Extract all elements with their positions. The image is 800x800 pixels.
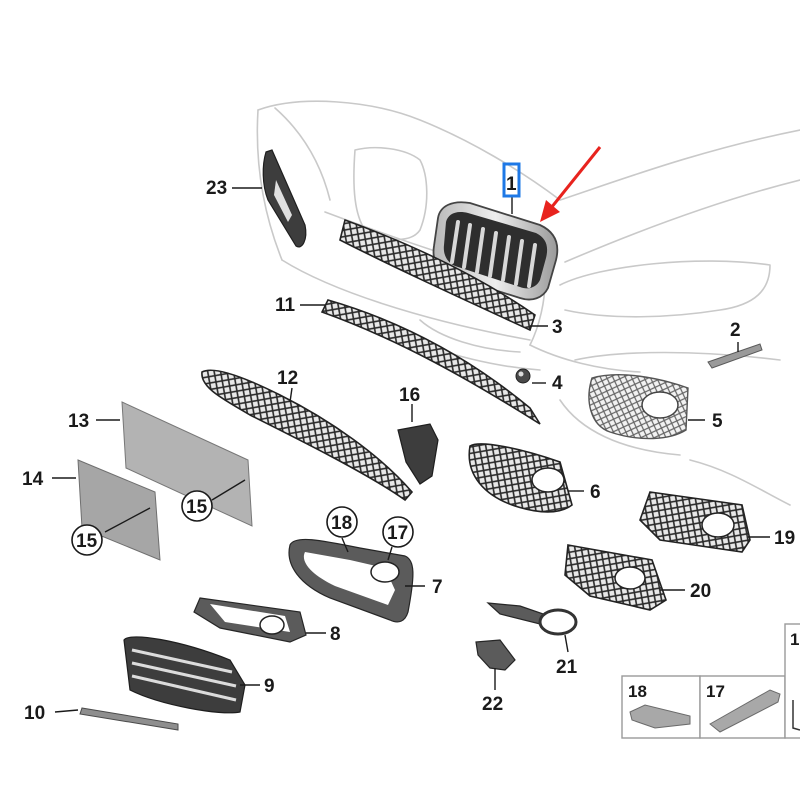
- part-5-fog-grille: [588, 374, 689, 440]
- part-6-fog-grille: [468, 443, 573, 513]
- callout-18-circle: [326, 506, 358, 538]
- part-20-fog-grille: [564, 544, 667, 611]
- callout-6: 6: [590, 482, 601, 503]
- inset-callout-partial: 1: [790, 630, 799, 649]
- red-pointer-arrow-icon: [540, 146, 602, 222]
- inset-callout-17: 17: [706, 682, 725, 701]
- part-21-bracket: [486, 602, 578, 636]
- leader-lines: [52, 187, 770, 713]
- callout-18: 18: [331, 513, 352, 534]
- callout-15-a: 15: [186, 497, 208, 518]
- callout-23: 23: [206, 178, 227, 199]
- part-19-fog-grille: [639, 491, 751, 553]
- callout-7: 7: [432, 577, 443, 598]
- callout-22: 22: [482, 694, 503, 715]
- part-22-bracket: [475, 639, 516, 671]
- callout-12: 12: [277, 368, 298, 389]
- callout-15-circle-a: [181, 490, 213, 522]
- callout-2: 2: [730, 320, 741, 341]
- callout-1: 1: [506, 174, 517, 195]
- kidney-grille: [432, 201, 559, 301]
- callout-8: 8: [330, 624, 341, 645]
- callout-19: 19: [774, 528, 795, 549]
- callout-15-b: 15: [76, 531, 98, 552]
- callout-4: 4: [552, 373, 563, 394]
- callout-5: 5: [712, 411, 723, 432]
- part-4-clip: [515, 368, 531, 384]
- inset-callout-18: 18: [628, 682, 647, 701]
- part-10-strip: [79, 707, 179, 731]
- part-16-bracket: [397, 423, 439, 485]
- part-23-side-bracket: [262, 149, 307, 248]
- callout-9: 9: [264, 676, 275, 697]
- callout-20: 20: [690, 581, 711, 602]
- callout-15-circle-b: [71, 524, 103, 556]
- callout-10: 10: [24, 703, 45, 724]
- part-7-trim-frame: [288, 538, 414, 623]
- callout-17: 17: [387, 523, 408, 544]
- callout-13: 13: [68, 411, 89, 432]
- callout-14: 14: [22, 469, 44, 490]
- callout-highlight-box: [502, 162, 521, 198]
- part-9-slat-grille: [123, 636, 246, 714]
- part-11-lower-mesh: [320, 299, 541, 425]
- inset-panels: [621, 623, 800, 739]
- part-12-center-mesh: [201, 369, 414, 502]
- part-8-fog-frame: [193, 597, 307, 643]
- callout-21: 21: [556, 657, 578, 678]
- callout-11: 11: [275, 295, 296, 316]
- callout-3: 3: [552, 317, 563, 338]
- callout-17-circle: [382, 516, 414, 548]
- callout-labels: 1 23 11 3 2 4 5 12 16 13 14 6 15 15 18 1…: [22, 162, 799, 724]
- part-2-side-strip: [707, 343, 763, 369]
- part-14-plate-bracket: [77, 459, 161, 561]
- part-3-upper-mesh: [339, 218, 536, 332]
- callout-16: 16: [399, 385, 420, 406]
